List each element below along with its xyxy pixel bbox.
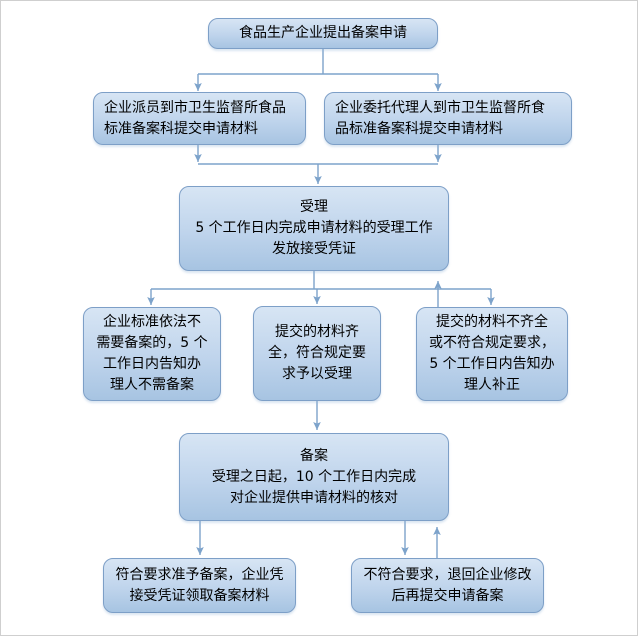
node-submit-in-person: 企业派员到市卫生监督所食品 标准备案科提交申请材料 bbox=[93, 92, 306, 145]
node-materials-complete: 提交的材料齐 全，符合规定要 求予以受理 bbox=[253, 306, 381, 401]
node-submit-by-agent: 企业委托代理人到市卫生监督所食 品标准备案科提交申请材料 bbox=[324, 92, 572, 145]
node-materials-incomplete-text: 提交的材料不齐全 或不符合规定要求， 5 个工作日内告知办 理人补正 bbox=[429, 314, 555, 393]
node-no-filing-needed-text: 企业标准依法不 需要备案的，5 个 工作日内告知办 理人不需备案 bbox=[96, 314, 208, 393]
node-materials-incomplete: 提交的材料不齐全 或不符合规定要求， 5 个工作日内告知办 理人补正 bbox=[416, 307, 568, 401]
node-filing-text: 备案 受理之日起，10 个工作日内完成 对企业提供申请材料的核对 bbox=[211, 447, 417, 506]
node-rejected-text: 不符合要求，退回企业修改 后再提交申请备案 bbox=[363, 566, 532, 604]
node-no-filing-needed: 企业标准依法不 需要备案的，5 个 工作日内告知办 理人不需备案 bbox=[83, 307, 221, 401]
node-filing: 备案 受理之日起，10 个工作日内完成 对企业提供申请材料的核对 bbox=[179, 433, 449, 521]
node-acceptance-text: 受理 5 个工作日内完成申请材料的受理工作 发放接受凭证 bbox=[195, 199, 433, 257]
node-submit-by-agent-text: 企业委托代理人到市卫生监督所食 品标准备案科提交申请材料 bbox=[335, 99, 545, 137]
node-apply: 食品生产企业提出备案申请 bbox=[208, 18, 438, 49]
node-apply-text: 食品生产企业提出备案申请 bbox=[239, 25, 407, 41]
node-acceptance: 受理 5 个工作日内完成申请材料的受理工作 发放接受凭证 bbox=[179, 186, 449, 271]
node-submit-in-person-text: 企业派员到市卫生监督所食品 标准备案科提交申请材料 bbox=[104, 99, 286, 137]
node-approved-text: 符合要求准予备案，企业凭 接受凭证领取备案材料 bbox=[115, 566, 284, 604]
node-approved: 符合要求准予备案，企业凭 接受凭证领取备案材料 bbox=[103, 558, 296, 613]
node-materials-complete-text: 提交的材料齐 全，符合规定要 求予以受理 bbox=[268, 324, 366, 382]
node-rejected: 不符合要求，退回企业修改 后再提交申请备案 bbox=[351, 558, 544, 613]
